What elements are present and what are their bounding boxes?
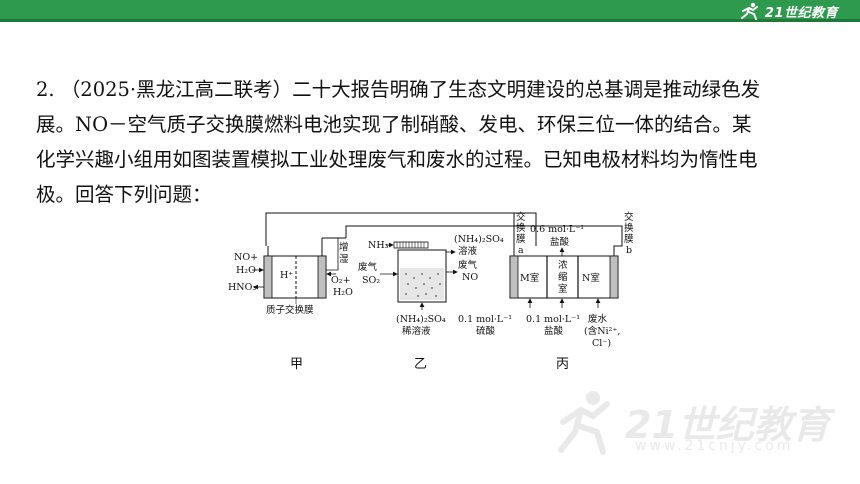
cell-bing-body bbox=[509, 255, 619, 299]
absorber-liquid bbox=[400, 268, 444, 300]
waste-water-2: (含Ni²⁺, bbox=[584, 325, 620, 337]
caption-yi: 乙 bbox=[414, 357, 427, 372]
brand-name: 21世纪教育 bbox=[764, 5, 838, 21]
membrane-b-2: 换 bbox=[624, 222, 634, 234]
top-wire bbox=[265, 212, 537, 246]
membrane-a-2: 换 bbox=[516, 222, 526, 234]
watermark: 21世纪教育 www.21cnjy.com bbox=[555, 380, 845, 475]
room-mid-3: 室 bbox=[558, 283, 568, 295]
absorber-bubbles bbox=[405, 273, 441, 297]
watermark-url: www.21cnjy.com bbox=[635, 438, 794, 454]
yi-solution-out-2: 溶液 bbox=[458, 245, 478, 257]
membrane-b-1: 交 bbox=[624, 211, 634, 223]
electrode-jia-left bbox=[263, 255, 273, 299]
waste-water-3: Cl⁻) bbox=[592, 338, 611, 349]
question-line: 化学兴趣小组用如图装置模拟工业处理废气和废水的过程。已知电极材料均为惰性电 bbox=[36, 148, 758, 171]
nh3-label: NH₃ bbox=[368, 240, 389, 251]
jia-input-line1: NO+ bbox=[234, 252, 258, 263]
membrane-a-4: a bbox=[518, 245, 524, 256]
membrane-a-3: 膜 bbox=[516, 234, 526, 245]
question-line: 极。回答下列问题： bbox=[36, 183, 212, 206]
electrode-bing-right bbox=[609, 255, 619, 299]
yi-solution-out-1: (NH₄)₂SO₄ bbox=[454, 234, 504, 245]
bottom-hcl-1: 0.1 mol·L⁻¹ bbox=[526, 314, 580, 325]
room-n: N室 bbox=[582, 272, 600, 284]
membrane-b-3: 膜 bbox=[624, 234, 634, 245]
bing-wire-right bbox=[345, 225, 623, 256]
question-line: 2. （2025·黑龙江高二联考）二十大报告明确了生态文明建设的总基调是推动绿色… bbox=[36, 78, 761, 101]
yi-gas-out-2: NO bbox=[462, 272, 478, 283]
question-line: 展。NO－空气质子交换膜燃料电池实现了制硝酸、发电、环保三位一体的结合。某 bbox=[36, 113, 752, 136]
packing-hatch bbox=[396, 242, 425, 248]
room-m: M室 bbox=[520, 272, 539, 284]
cell-jia-body bbox=[263, 255, 327, 299]
jia-h2o: H₂O bbox=[333, 287, 353, 298]
room-mid-2: 缩 bbox=[558, 271, 568, 283]
watermark-brand: 21世纪教育 bbox=[625, 403, 830, 447]
electrode-bing-left bbox=[509, 255, 519, 299]
question-text: 2. （2025·黑龙江高二联考）二十大报告明确了生态文明建设的总基调是推动绿色… bbox=[36, 72, 836, 212]
humidify-2: 湿 bbox=[339, 254, 349, 265]
yi-bottom-2: 稀溶液 bbox=[402, 325, 431, 337]
header-bar: 21世纪教育 bbox=[0, 0, 860, 22]
membrane-a-1: 交 bbox=[516, 211, 526, 223]
jia-output-hno3: HNO₃ bbox=[228, 282, 256, 293]
yi-gas-in-2: SO₂ bbox=[362, 275, 380, 286]
brand-logo: 21世纪教育 bbox=[739, 1, 838, 21]
membrane-label: 质子交换膜 bbox=[266, 304, 314, 316]
apparatus-diagram: H⁺ NO+ H₂O HNO₃ 质子交换膜 增 湿 O₂+ H₂O NH₃ 废气… bbox=[228, 211, 634, 372]
top-hcl-2: 盐酸 bbox=[550, 236, 570, 248]
room-mid-1: 浓 bbox=[558, 259, 568, 271]
h2so4-1: 0.1 mol·L⁻¹ bbox=[458, 314, 512, 325]
waste-water-1: 废水 bbox=[588, 313, 608, 325]
yi-gas-in-1: 废气 bbox=[358, 261, 378, 273]
watermark-runner-icon bbox=[558, 391, 610, 455]
yi-gas-out-1: 废气 bbox=[458, 259, 478, 271]
jia-o2: O₂+ bbox=[331, 275, 351, 286]
packing-tube bbox=[393, 241, 429, 249]
membrane-b-4: b bbox=[626, 245, 632, 256]
top-hcl-1: 0.6 mol·L⁻¹ bbox=[530, 224, 584, 235]
caption-jia: 甲 bbox=[290, 357, 303, 372]
h2so4-2: 硫酸 bbox=[476, 325, 496, 337]
jia-input-line2: H₂O bbox=[236, 265, 256, 276]
yi-bottom-1: (NH₄)₂SO₄ bbox=[396, 314, 446, 325]
bottom-hcl-2: 盐酸 bbox=[544, 325, 564, 337]
proton-label: H⁺ bbox=[280, 270, 293, 281]
running-man-icon bbox=[740, 2, 758, 20]
humidify-1: 增 bbox=[339, 241, 349, 253]
electrode-jia-right bbox=[317, 255, 327, 299]
header-stripe bbox=[0, 19, 860, 22]
caption-bing: 丙 bbox=[556, 357, 569, 372]
humidify-bracket bbox=[326, 238, 339, 271]
